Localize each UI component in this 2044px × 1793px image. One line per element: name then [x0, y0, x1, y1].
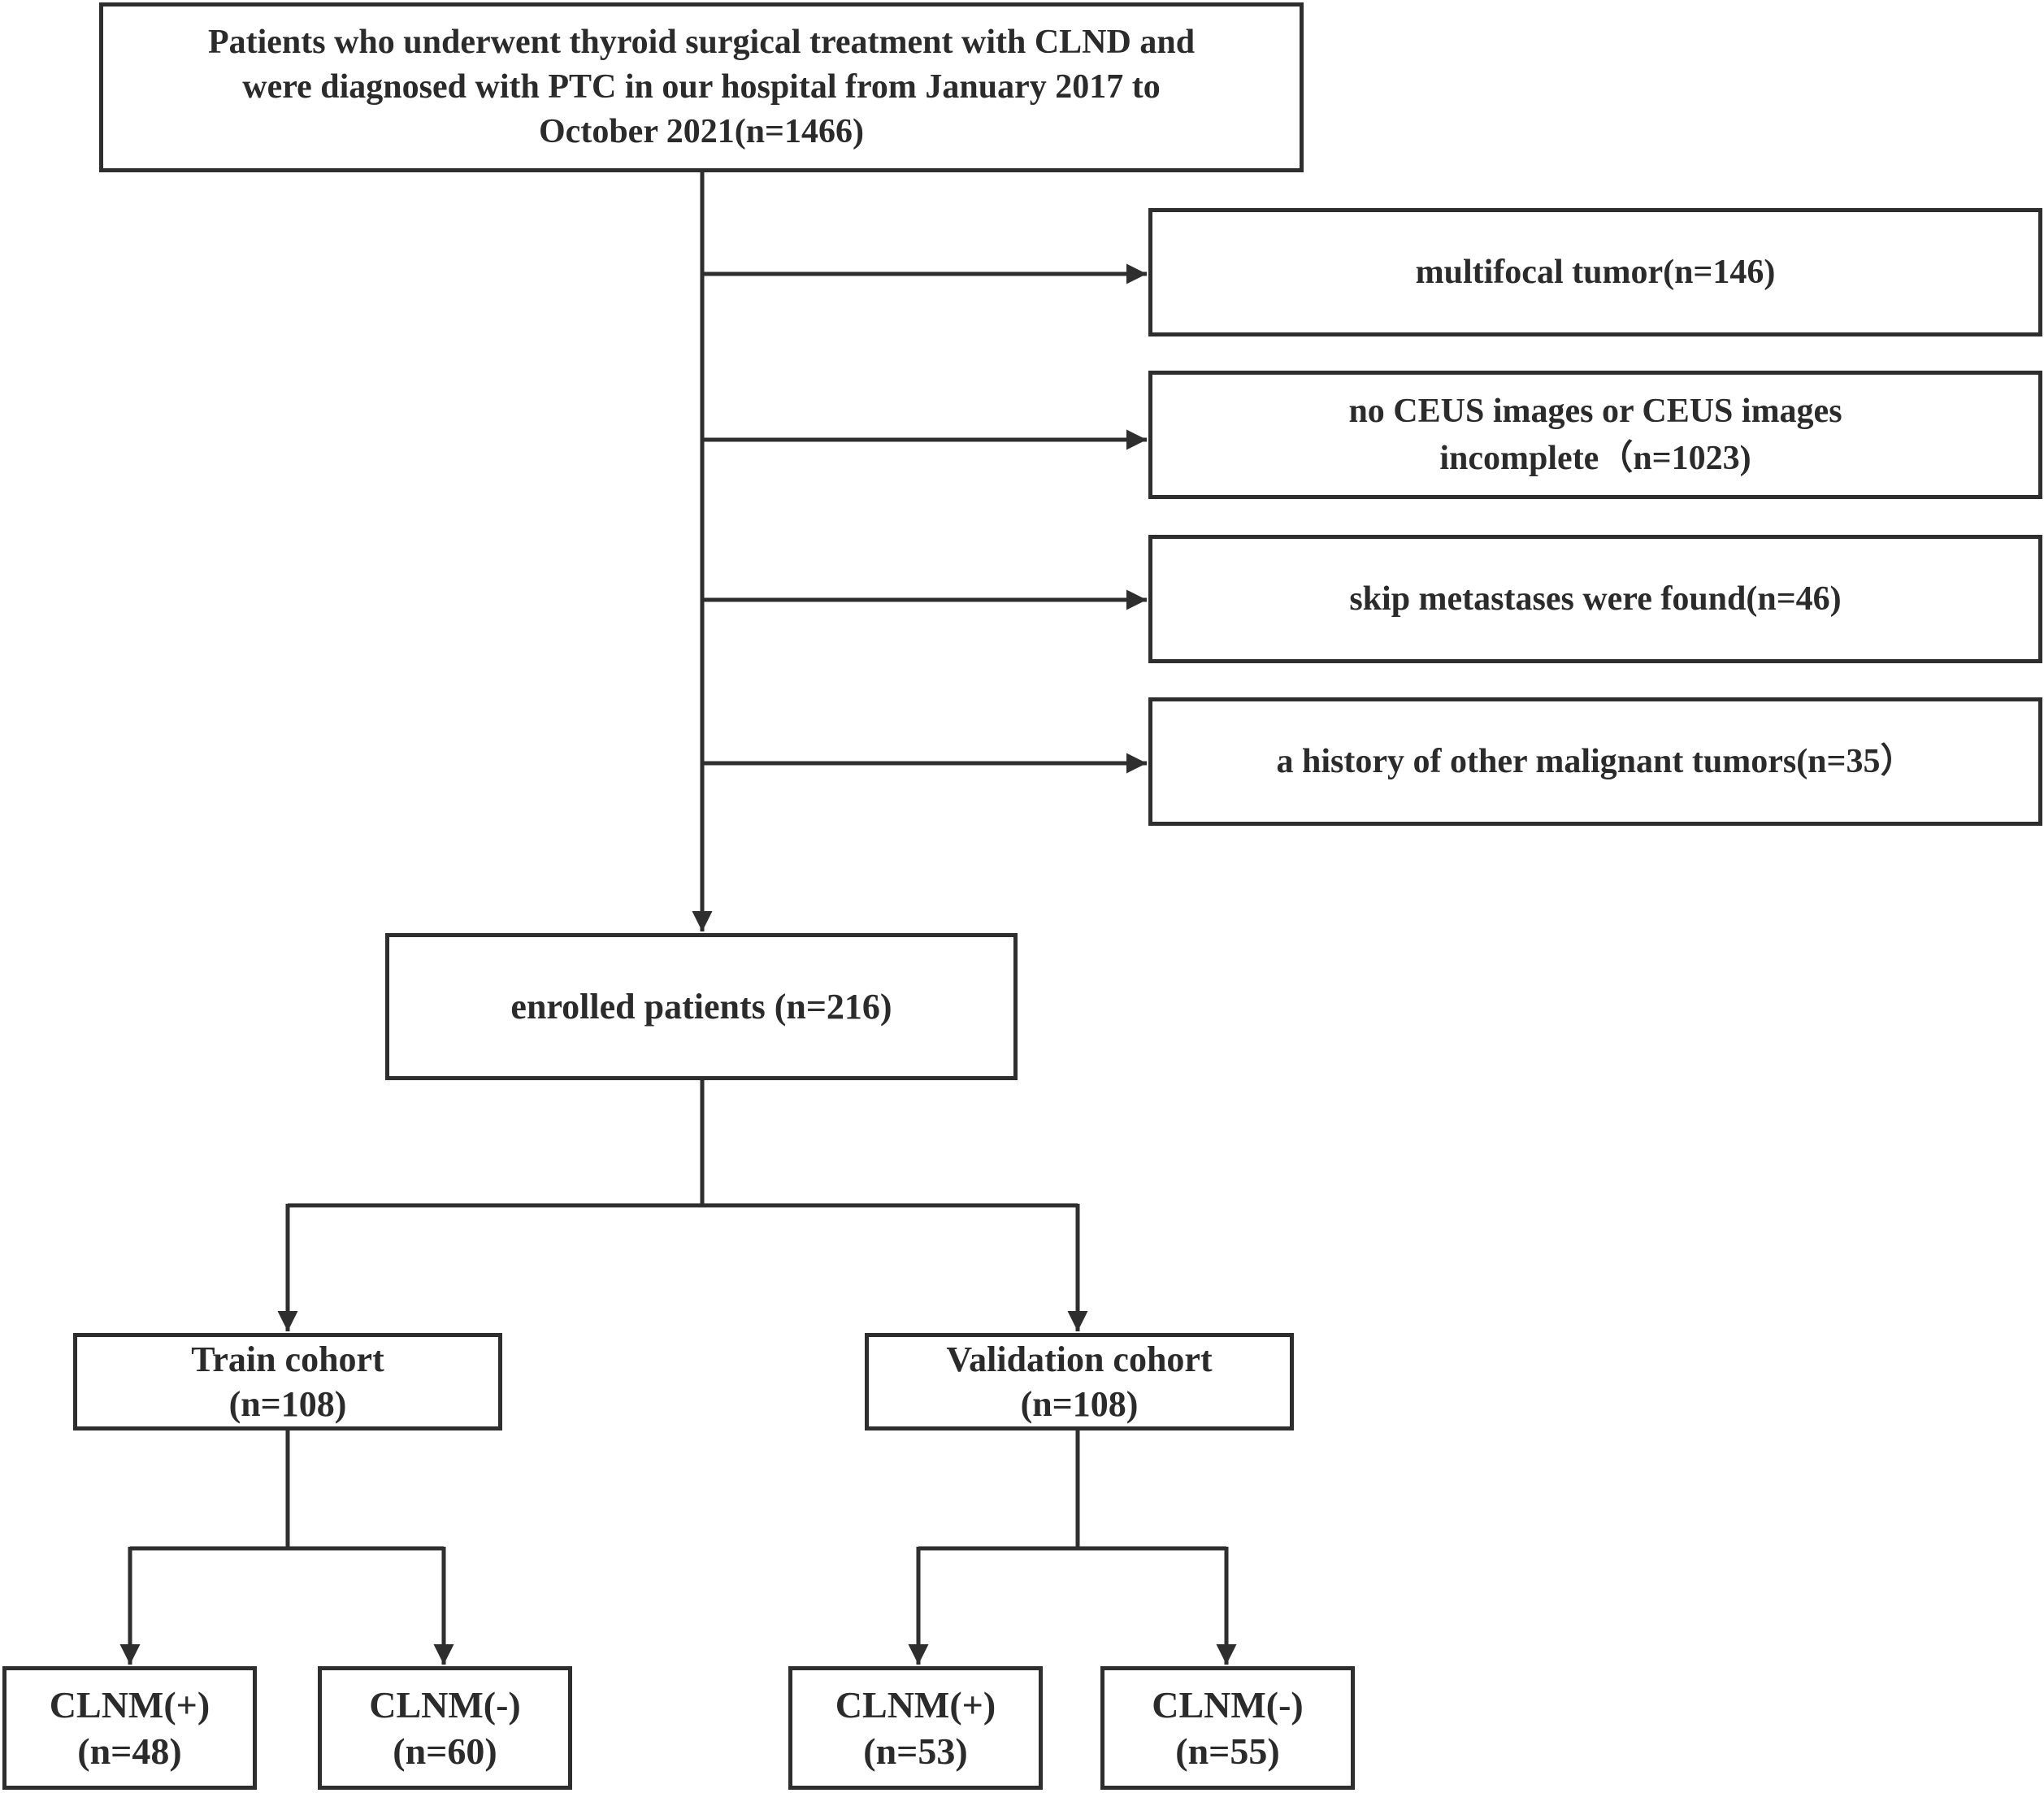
exclusion-box-other-malignancy: a history of other malignant tumors(n=35…	[1148, 697, 2042, 826]
start-box: Patients who underwent thyroid surgical …	[99, 2, 1304, 172]
train-clnm-negative-line-2: (n=60)	[393, 1730, 497, 1772]
exclusion-2-line-1: no CEUS images or CEUS images	[1348, 393, 1842, 430]
enrolled-line-1: enrolled patients (n=216)	[510, 987, 892, 1027]
exclusion-4-line-1: a history of other malignant tumors(n=35…	[1276, 743, 1915, 780]
exclusion-3-line-1: skip metastases were found(n=46)	[1349, 580, 1842, 618]
train-clnm-positive-line-2: (n=48)	[77, 1730, 182, 1772]
train-clnm-positive-box: CLNM(+) (n=48)	[2, 1666, 257, 1790]
validation-cohort-line-2: (n=108)	[1020, 1384, 1139, 1424]
start-line-3: October 2021(n=1466)	[539, 113, 864, 150]
validation-cohort-line-1: Validation cohort	[946, 1339, 1213, 1379]
exclusion-box-skip-metastases: skip metastases were found(n=46)	[1148, 535, 2042, 663]
validation-cohort-box: Validation cohort (n=108)	[865, 1333, 1294, 1430]
start-line-1: Patients who underwent thyroid surgical …	[207, 24, 1196, 61]
start-line-2: were diagnosed with PTC in our hospital …	[242, 68, 1161, 106]
validation-clnm-negative-line-1: CLNM(-)	[1152, 1684, 1304, 1726]
train-clnm-positive-line-1: CLNM(+)	[49, 1684, 210, 1726]
exclusion-box-no-ceus: no CEUS images or CEUS images incomplete…	[1148, 371, 2042, 499]
enrolled-box: enrolled patients (n=216)	[385, 933, 1018, 1080]
validation-clnm-positive-line-1: CLNM(+)	[835, 1684, 996, 1726]
validation-clnm-positive-box: CLNM(+) (n=53)	[788, 1666, 1043, 1790]
exclusion-1-line-1: multifocal tumor(n=146)	[1415, 254, 1776, 291]
validation-clnm-positive-line-2: (n=53)	[863, 1730, 968, 1772]
train-cohort-line-2: (n=108)	[228, 1384, 347, 1424]
exclusion-box-multifocal: multifocal tumor(n=146)	[1148, 208, 2042, 336]
train-clnm-negative-box: CLNM(-) (n=60)	[318, 1666, 572, 1790]
validation-clnm-negative-line-2: (n=55)	[1175, 1730, 1280, 1772]
train-cohort-box: Train cohort (n=108)	[73, 1333, 502, 1430]
train-clnm-negative-line-1: CLNM(-)	[369, 1684, 521, 1726]
validation-clnm-negative-box: CLNM(-) (n=55)	[1100, 1666, 1355, 1790]
train-cohort-line-1: Train cohort	[191, 1339, 384, 1379]
exclusion-2-line-2: incomplete（n=1023)	[1439, 440, 1751, 477]
